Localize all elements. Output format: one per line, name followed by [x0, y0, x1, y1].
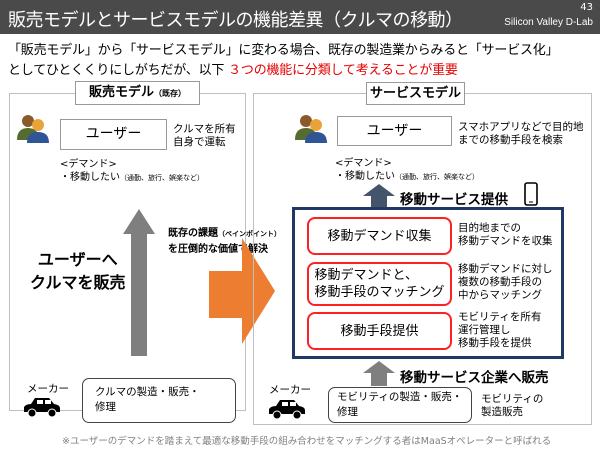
heading-note: （既存） [154, 89, 186, 98]
page-title: 販売モデルとサービスモデルの機能差異（クルマの移動） [8, 10, 463, 31]
users-icon [17, 115, 49, 143]
user-box: ユーザー [60, 119, 167, 150]
user-box: ユーザー [337, 116, 452, 146]
car-icon [269, 400, 305, 420]
demand-title: <デマンド> [60, 159, 117, 170]
intro-highlight: ３つの機能に分類して考えることが重要 [228, 63, 458, 78]
users-icon [295, 115, 327, 143]
right-panel-heading: サービスモデル [366, 82, 465, 105]
function-desc: 目的地までの移動デマンドを収集 [458, 222, 553, 248]
footnote: ※ユーザーのデマンドを踏まえて最適な移動手段の組み合わせをマッチングする者はMa… [62, 436, 552, 447]
desc-line: 複数の移動手段の [458, 276, 542, 288]
user-note: スマホアプリなどで目的地までの移動手段を検索 [458, 121, 583, 147]
desc-line: 中からマッチング [458, 289, 542, 301]
function-line: 移動手段のマッチング [314, 285, 445, 300]
note-line: 製造販売 [481, 406, 523, 418]
up-arrow-icon [123, 209, 155, 356]
demand-title: <デマンド> [335, 158, 392, 169]
desc-line: 運行管理し [458, 324, 511, 336]
note-line: クルマを所有 [173, 123, 236, 135]
demand-note: （通勤、旅行、娯楽など） [395, 173, 479, 181]
note-line: 自身で運転 [173, 136, 226, 148]
function-desc: 移動デマンドに対し複数の移動手段の中からマッチング [458, 263, 553, 302]
pain-line: 既存の課題 [168, 228, 218, 239]
function-demand-collection: 移動デマンド収集 [307, 217, 452, 255]
page-number: 43 [580, 2, 593, 13]
note-line: モビリティの [481, 393, 544, 405]
maker-note: モビリティの製造販売 [481, 393, 543, 419]
demand: <デマンド>・移動したい（通勤、旅行、娯楽など） [60, 158, 204, 185]
maker-box-line: クルマの製造・販売・ [95, 386, 200, 398]
smartphone-icon [524, 182, 538, 206]
intro-text: としてひとくくりにしがちだが、以下 [8, 63, 229, 78]
up-arrow-icon [363, 361, 395, 386]
note-line: スマホアプリなどで目的地 [458, 121, 584, 133]
user-note: クルマを所有自身で運転 [173, 123, 236, 149]
up-arrow-icon [363, 184, 395, 208]
intro-line-2: としてひとくくりにしがちだが、以下 ３つの機能に分類して考えることが重要 [8, 59, 596, 78]
transition-arrow-icon [209, 238, 275, 344]
demand: <デマンド>・移動したい（通勤、旅行、娯楽など） [335, 157, 479, 184]
sell-line: クルマを販売 [30, 273, 126, 292]
desc-line: モビリティを所有 [458, 311, 542, 323]
maker-box: モビリティの製造・販売・修理 [328, 387, 472, 423]
function-mobility-provision: 移動手段提供 [307, 312, 452, 350]
demand-text: ・移動したい [335, 171, 395, 182]
note-line: までの移動手段を検索 [458, 134, 563, 146]
maker-label: メーカー [27, 383, 69, 395]
sell-to-service-label: 移動サービス企業へ販売 [400, 370, 549, 386]
desc-line: 移動手段を提供 [458, 337, 532, 349]
sell-car-label: ユーザーへクルマを販売 [30, 248, 126, 294]
pain-point-text: 既存の課題（ペインポイント） を圧倒的な価値で解決 [168, 226, 281, 257]
sell-line: ユーザーへ [37, 250, 118, 269]
function-desc: モビリティを所有運行管理し移動手段を提供 [458, 311, 541, 350]
car-icon [24, 398, 60, 418]
pain-line: を圧倒的な価値で解決 [168, 244, 268, 255]
maker-box: クルマの製造・販売・修理 [82, 378, 236, 423]
intro-line-1: 「販売モデル」から「サービスモデル」に変わる場合、既存の製造業からみると「サービ… [8, 43, 559, 58]
heading-text: 販売モデル [88, 85, 154, 100]
maker-label: メーカー [269, 384, 311, 396]
left-panel-heading: 販売モデル（既存） [75, 81, 200, 105]
desc-line: 移動デマンドを収集 [458, 235, 553, 247]
title-bar: 販売モデルとサービスモデルの機能差異（クルマの移動） 43 Silicon Va… [0, 0, 600, 34]
maker-box-line: モビリティの製造・販売・ [337, 391, 463, 403]
desc-line: 移動デマンドに対し [458, 263, 553, 275]
demand-text: ・移動したい [60, 172, 120, 183]
org-name: Silicon Valley D-Lab [504, 17, 593, 28]
service-provide-label: 移動サービス提供 [400, 192, 508, 208]
function-matching: 移動デマンドと、移動手段のマッチング [307, 262, 452, 306]
demand-item: ・移動したい（通勤、旅行、娯楽など） [60, 171, 204, 185]
demand-item: ・移動したい（通勤、旅行、娯楽など） [335, 170, 479, 184]
demand-note: （通勤、旅行、娯楽など） [120, 174, 204, 182]
maker-box-line: 修理 [95, 401, 116, 413]
desc-line: 目的地までの [458, 222, 521, 234]
pain-note: （ペインポイント） [218, 230, 281, 238]
function-line: 移動デマンドと、 [314, 268, 418, 283]
maker-box-line: 修理 [337, 406, 358, 418]
